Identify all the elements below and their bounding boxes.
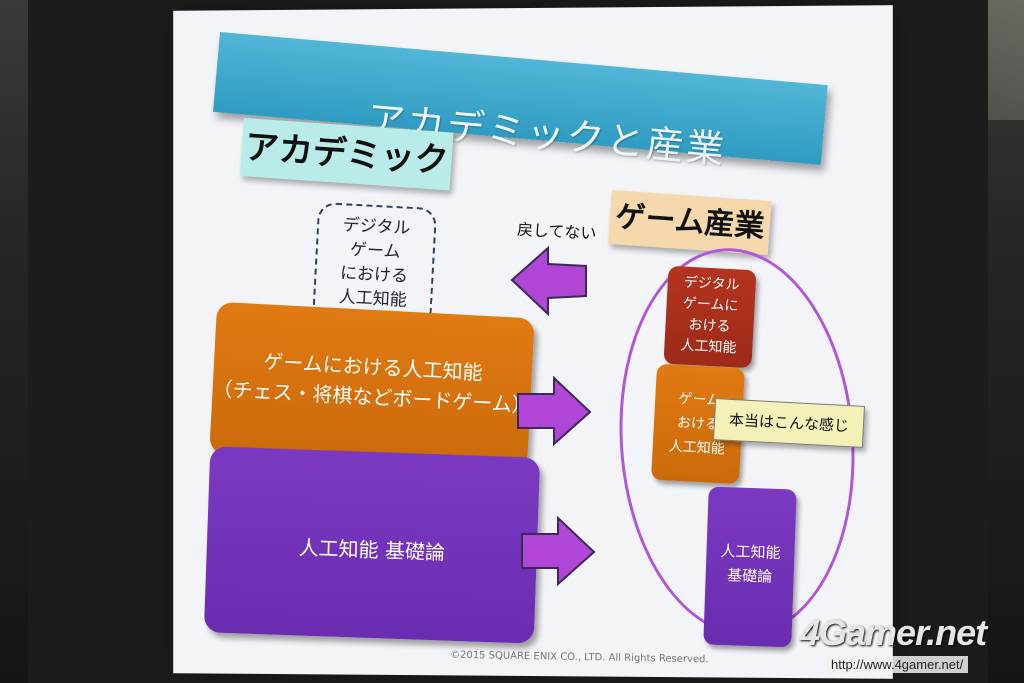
industry-label: ゲーム産業 bbox=[608, 190, 772, 256]
ai-fundamentals-small-box: 人工知能 基礎論 bbox=[703, 486, 797, 648]
purple-small-line: 人工知能 bbox=[720, 541, 781, 563]
dashed-box-line: 人工知能 bbox=[338, 287, 408, 311]
left-arrow-icon bbox=[510, 245, 587, 316]
orange-small-line: 人工知能 bbox=[668, 438, 726, 458]
purple-small-line: 基礎論 bbox=[726, 566, 773, 586]
red-box-line: ゲームに bbox=[682, 295, 739, 315]
game-ai-board-games-box: ゲームにおける人工知能 （チェス・将棋などボードゲーム） bbox=[209, 301, 535, 471]
watermark-logo: 4Gamer.net bbox=[800, 612, 987, 653]
industry-label-text: ゲーム産業 bbox=[614, 199, 766, 245]
red-box-line: おける bbox=[688, 316, 731, 336]
right-arrow-icon bbox=[517, 376, 592, 446]
digital-game-ai-box: デジタル ゲームに おける 人工知能 bbox=[663, 265, 757, 369]
callout-note: 本当はこんな感じ bbox=[713, 398, 865, 448]
dashed-box-line: ゲーム bbox=[349, 239, 402, 263]
orange-box-line: （チェス・将棋などボードゲーム） bbox=[212, 376, 533, 418]
dashed-box-line: デジタル bbox=[342, 215, 411, 239]
right-arrow-icon bbox=[521, 516, 596, 586]
ai-fundamentals-box: 人工知能 基礎論 bbox=[203, 446, 541, 644]
red-box-line: 人工知能 bbox=[680, 337, 737, 357]
purple-box-text: 人工知能 基礎論 bbox=[298, 535, 446, 565]
dashed-box-line: における bbox=[339, 263, 409, 287]
return-text: 戻してない bbox=[516, 219, 597, 244]
orange-box-line: ゲームにおける人工知能 bbox=[262, 349, 484, 385]
red-box-line: デジタル bbox=[683, 274, 740, 294]
watermark-url: http://www.4gamer.net/ bbox=[826, 656, 969, 673]
